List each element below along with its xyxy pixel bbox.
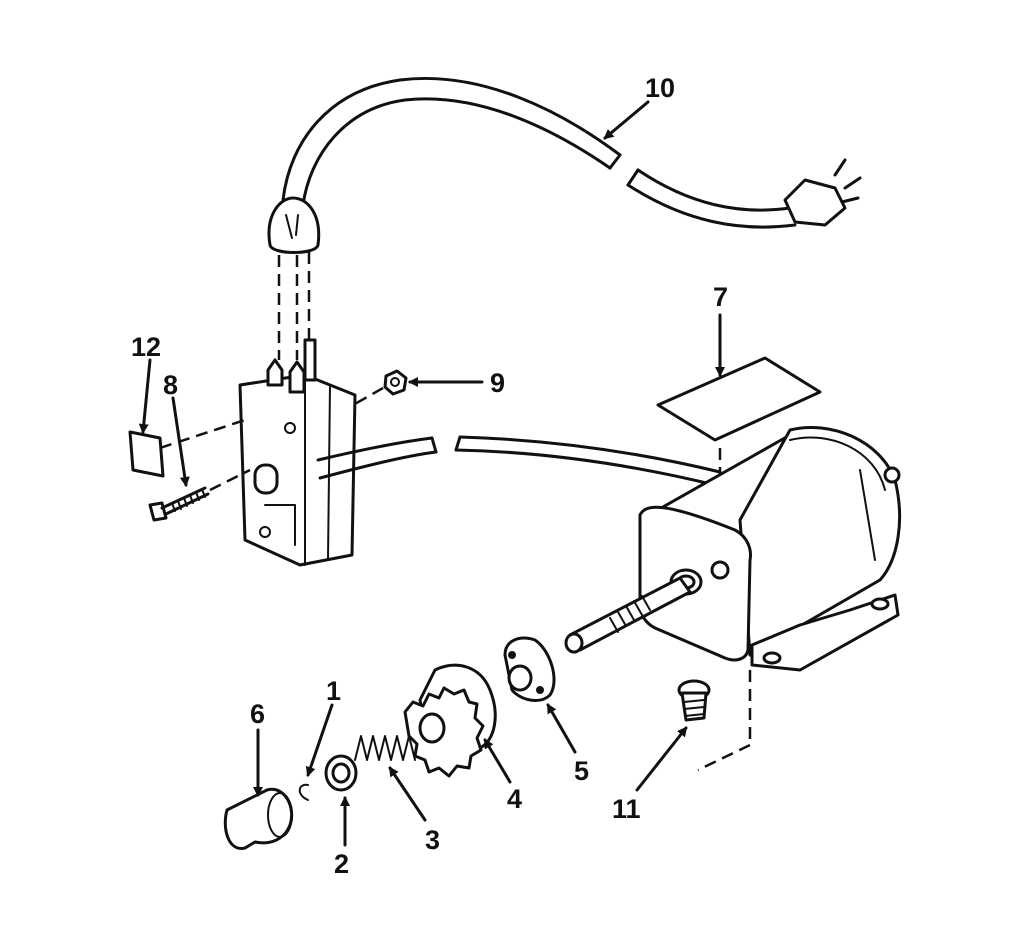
callout-1: 1	[326, 676, 341, 706]
retaining-washer	[324, 754, 358, 792]
switch-lead-wire	[316, 435, 722, 487]
callout-12: 12	[131, 332, 161, 362]
cord-dashed-guides	[277, 252, 311, 360]
power-cord	[281, 77, 797, 229]
motor-mount-dashed-guide	[697, 670, 752, 772]
callout-2: 2	[334, 849, 349, 879]
end-cap	[223, 787, 293, 850]
drive-hub	[503, 636, 556, 702]
callout-7: 7	[713, 282, 728, 312]
callout-9: 9	[490, 368, 505, 398]
cord-female-connector	[267, 196, 321, 254]
switch-box	[238, 338, 357, 567]
compression-spring	[354, 735, 416, 761]
plate-dashed-guide	[159, 418, 246, 450]
pinion-gear	[403, 663, 497, 778]
callout-4: 4	[507, 784, 522, 814]
set-screw	[677, 679, 711, 722]
callout-3: 3	[425, 825, 440, 855]
leader-arrows	[138, 100, 725, 847]
callout-11: 11	[612, 794, 641, 824]
label-plate	[128, 430, 165, 478]
hex-nut	[352, 369, 408, 407]
callout-10: 10	[645, 73, 675, 103]
decal-plate	[656, 356, 822, 442]
snap-ring	[298, 783, 309, 801]
callout-8: 8	[163, 370, 178, 400]
callout-5: 5	[574, 756, 589, 786]
long-screw	[148, 468, 251, 522]
cord-plug	[783, 158, 862, 227]
callout-6: 6	[250, 699, 265, 729]
motor-shaft	[564, 568, 703, 654]
